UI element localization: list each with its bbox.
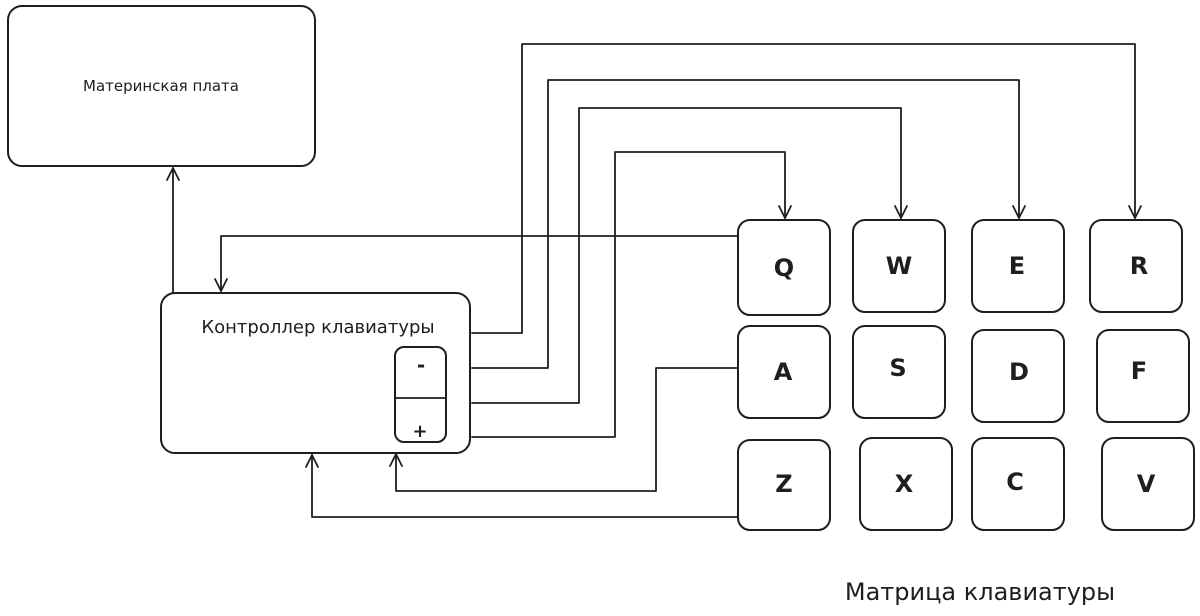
- key-v-label: V: [1137, 470, 1156, 498]
- key-w: W: [852, 219, 946, 313]
- key-q-box: [737, 219, 831, 316]
- key-d-box: [971, 329, 1065, 423]
- key-q: Q: [737, 219, 831, 316]
- key-f-box: [1096, 329, 1190, 423]
- controller-node: Контроллер клавиатуры - +: [160, 292, 471, 454]
- key-a-box: [737, 325, 831, 419]
- key-a-label: A: [774, 358, 793, 386]
- connections: [166, 43, 1142, 518]
- key-s-box: [852, 325, 946, 419]
- key-e-label: E: [1009, 252, 1025, 280]
- connector-row-a: [389, 367, 739, 492]
- motherboard-node: Материнская плата: [7, 5, 316, 167]
- key-q-label: Q: [774, 254, 794, 282]
- controller-pins-box: [394, 346, 447, 443]
- key-matrix: Q W E R A S D F: [737, 219, 1195, 531]
- connector-column-r: [471, 43, 1142, 334]
- key-z-label: Z: [775, 470, 792, 498]
- key-w-box: [852, 219, 946, 313]
- key-z-box: [737, 439, 831, 531]
- key-e-box: [971, 219, 1065, 313]
- controller-label: Контроллер клавиатуры: [201, 317, 434, 338]
- connector-column-e: [471, 79, 1026, 369]
- matrix-caption: Матрица клавиатуры: [845, 578, 1115, 606]
- controller-minus-pin: -: [417, 353, 425, 377]
- key-v-box: [1101, 437, 1195, 531]
- key-x: X: [859, 437, 953, 531]
- key-x-label: X: [895, 470, 914, 498]
- key-r-label: R: [1130, 252, 1148, 280]
- key-d-label: D: [1009, 358, 1029, 386]
- key-f: F: [1096, 329, 1190, 423]
- motherboard-label: Материнская плата: [83, 77, 239, 95]
- key-r-box: [1089, 219, 1183, 313]
- connector-column-w: [471, 107, 908, 404]
- key-x-box: [859, 437, 953, 531]
- controller-plus-pin: +: [412, 421, 427, 442]
- key-v: V: [1101, 437, 1195, 531]
- key-c: C: [971, 437, 1065, 531]
- key-a: A: [737, 325, 831, 419]
- key-f-label: F: [1131, 357, 1147, 385]
- key-c-label: C: [1006, 468, 1024, 496]
- key-z: Z: [737, 439, 831, 531]
- key-r: R: [1089, 219, 1183, 313]
- connector-row-z: [305, 454, 739, 518]
- connector-controller-motherboard: [166, 167, 180, 294]
- motherboard-box: [7, 5, 316, 167]
- key-d: D: [971, 329, 1065, 423]
- key-s-label: S: [889, 354, 906, 382]
- key-w-label: W: [886, 252, 912, 280]
- key-c-box: [971, 437, 1065, 531]
- controller-box: [160, 292, 471, 454]
- key-e: E: [971, 219, 1065, 313]
- connector-column-q: [471, 151, 792, 438]
- key-s: S: [852, 325, 946, 419]
- connector-row-q: [214, 235, 739, 292]
